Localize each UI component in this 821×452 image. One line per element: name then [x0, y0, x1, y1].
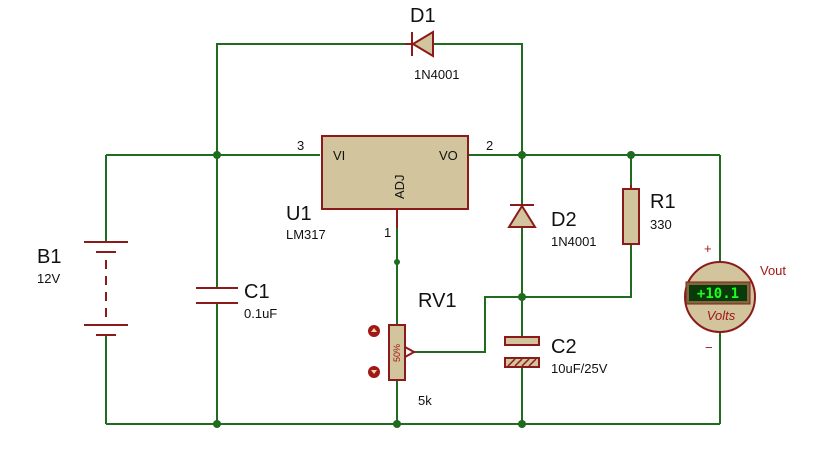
rv1-increase-button[interactable]: [368, 325, 380, 337]
junctions: [213, 151, 635, 428]
d1-value: 1N4001: [414, 67, 460, 82]
u1-ref: U1: [286, 203, 312, 225]
b1-value: 12V: [37, 271, 60, 286]
c2-value: 10uF/25V: [551, 361, 608, 376]
rv1-value: 5k: [418, 393, 432, 408]
r1-value: 330: [650, 217, 672, 232]
voltmeter-vout[interactable]: +10.1 Volts Vout + −: [684, 241, 786, 355]
u1-pin1-number: 1: [384, 225, 391, 240]
rv1-ref: RV1: [418, 290, 457, 312]
potentiometer-rv1[interactable]: 50% RV1 5k: [368, 290, 457, 408]
rv1-decrease-button[interactable]: [368, 366, 380, 378]
capacitor-c1[interactable]: C1 0.1uF: [196, 281, 277, 321]
b1-ref: B1: [37, 246, 61, 268]
c1-ref: C1: [244, 281, 270, 303]
c2-ref: C2: [551, 336, 577, 358]
wires: [105, 43, 721, 425]
voltmeter-units: Volts: [707, 308, 736, 323]
d1-ref: D1: [410, 5, 436, 27]
capacitor-c2[interactable]: C2 10uF/25V: [504, 336, 608, 376]
voltmeter-title: Vout: [760, 263, 786, 278]
rv1-position: 50%: [392, 344, 402, 362]
u1-pin3-number: 3: [297, 138, 304, 153]
c1-value: 0.1uF: [244, 306, 277, 321]
u1-pin2-number: 2: [486, 138, 493, 153]
regulator-u1[interactable]: VI VO ADJ 3 2 1 U1 LM317: [286, 135, 493, 242]
resistor-r1[interactable]: R1 330: [622, 185, 676, 245]
d2-value: 1N4001: [551, 234, 597, 249]
u1-pin-vi-label: VI: [333, 148, 345, 163]
battery-b1[interactable]: B1 12V: [37, 241, 128, 336]
r1-ref: R1: [650, 191, 676, 213]
voltmeter-reading: +10.1: [697, 286, 739, 302]
u1-pin-vo-label: VO: [439, 148, 458, 163]
u1-pin-adj-label: ADJ: [392, 174, 407, 199]
diode-d1[interactable]: D1 1N4001: [405, 5, 460, 82]
diode-d2[interactable]: D2 1N4001: [507, 204, 597, 249]
voltmeter-minus-label: −: [705, 340, 713, 355]
d2-ref: D2: [551, 209, 577, 231]
voltmeter-plus-label: +: [704, 241, 712, 256]
u1-value: LM317: [286, 227, 326, 242]
